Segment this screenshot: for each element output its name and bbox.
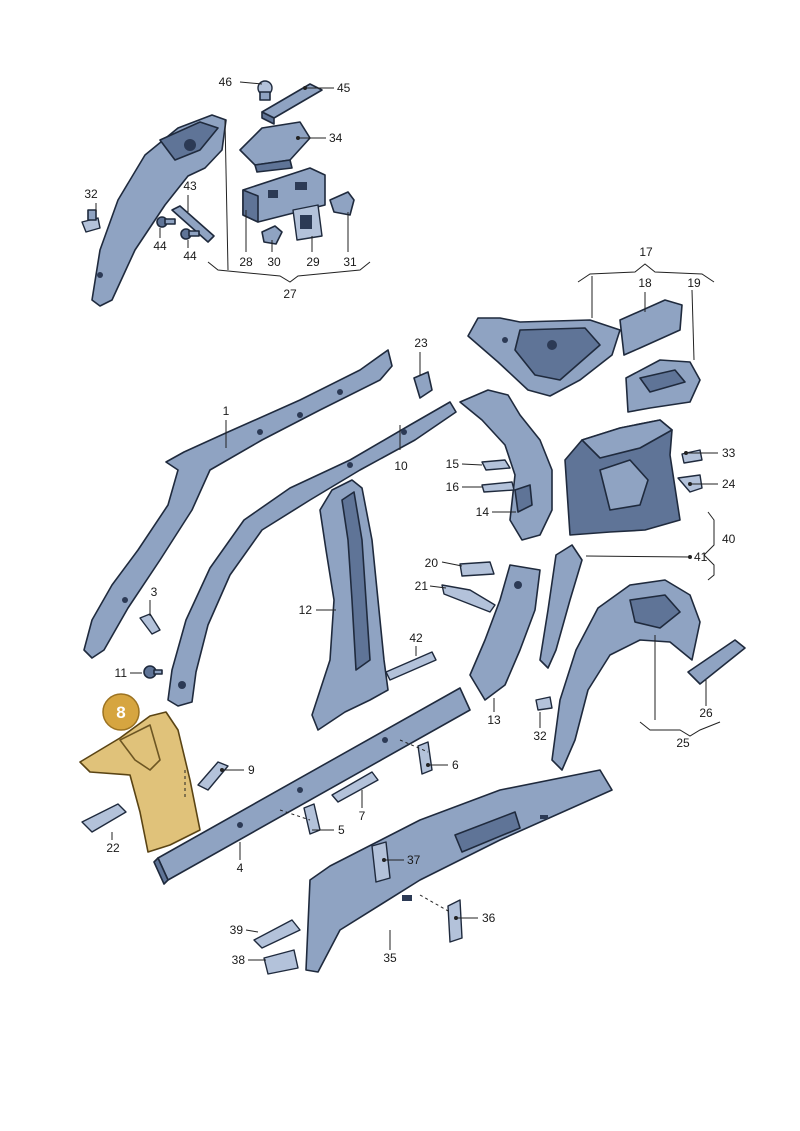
callout-46: 46: [219, 75, 233, 89]
bracket-9[interactable]: [197, 761, 229, 791]
strip-41[interactable]: [539, 544, 583, 669]
callout-labels: 46 45 34 32 43 44 44 28 30 29 31 27 17 1…: [84, 75, 735, 967]
clip-16[interactable]: [481, 481, 515, 493]
callout-3: 3: [151, 585, 158, 599]
pillar-base-8-highlighted[interactable]: [79, 711, 201, 853]
panel-13[interactable]: [469, 564, 541, 701]
badge-number: 8: [116, 703, 125, 722]
callout-32-top: 32: [84, 187, 98, 201]
callout-6: 6: [452, 758, 459, 772]
callout-13: 13: [487, 713, 501, 727]
bracket-6[interactable]: [417, 741, 433, 775]
callout-7: 7: [359, 809, 366, 823]
callout-9: 9: [248, 763, 255, 777]
bracket-29[interactable]: [292, 204, 323, 241]
callout-33: 33: [722, 446, 736, 460]
callout-10: 10: [394, 459, 408, 473]
panel-34[interactable]: [239, 121, 311, 173]
rear-panel-17[interactable]: [467, 317, 621, 397]
callout-4: 4: [237, 861, 244, 875]
bracket-42[interactable]: [385, 651, 437, 681]
clip-21[interactable]: [441, 584, 496, 613]
clip-15[interactable]: [481, 459, 511, 471]
highlight-badge-8[interactable]: 8: [102, 693, 140, 731]
block-38[interactable]: [263, 949, 299, 975]
bracket-23[interactable]: [413, 371, 433, 399]
sill-35[interactable]: [305, 769, 613, 973]
trim-26[interactable]: [687, 639, 746, 685]
bracket-18[interactable]: [619, 299, 683, 356]
panel-19[interactable]: [625, 359, 701, 413]
callout-26: 26: [699, 706, 713, 720]
c-pillar-14[interactable]: [459, 389, 553, 541]
callout-15: 15: [446, 457, 460, 471]
screw-11[interactable]: [143, 665, 163, 679]
sill-4[interactable]: [153, 687, 471, 885]
bolt-44a[interactable]: [156, 216, 176, 228]
callout-21: 21: [415, 579, 429, 593]
bracket-7[interactable]: [331, 771, 379, 803]
callout-25: 25: [676, 736, 690, 750]
callout-35: 35: [383, 951, 397, 965]
callout-44-b: 44: [183, 249, 197, 263]
callout-45: 45: [337, 81, 351, 95]
bracket-3[interactable]: [139, 613, 161, 635]
trim-45[interactable]: [261, 83, 323, 125]
callout-5: 5: [338, 823, 345, 837]
bracket-39[interactable]: [253, 919, 301, 949]
bracket-22[interactable]: [81, 803, 127, 833]
bracket-37[interactable]: [371, 841, 391, 883]
callout-1: 1: [223, 404, 230, 418]
clip-46[interactable]: [257, 80, 273, 101]
callout-36: 36: [482, 911, 496, 925]
screw-32-bottom[interactable]: [535, 696, 553, 711]
callout-22: 22: [106, 841, 120, 855]
screw-32-top[interactable]: [81, 209, 101, 233]
wheel-arch-inner-top[interactable]: [91, 114, 227, 307]
callout-19: 19: [687, 276, 701, 290]
callout-20: 20: [425, 556, 439, 570]
wheel-house-40[interactable]: [564, 419, 681, 536]
callout-28: 28: [239, 255, 253, 269]
callout-44-a: 44: [153, 239, 167, 253]
callout-17: 17: [639, 245, 653, 259]
b-pillar-12[interactable]: [311, 479, 389, 731]
rear-quarter-25[interactable]: [551, 579, 701, 771]
callout-11: 11: [115, 666, 128, 680]
callout-12: 12: [299, 603, 313, 617]
callout-34: 34: [329, 131, 343, 145]
callout-39: 39: [230, 923, 244, 937]
bracket-36[interactable]: [447, 899, 463, 943]
callout-37: 37: [407, 853, 421, 867]
callout-18: 18: [638, 276, 652, 290]
callout-40: 40: [722, 532, 736, 546]
bolt-44b[interactable]: [180, 228, 200, 240]
bracket-31[interactable]: [329, 191, 355, 216]
callout-24: 24: [722, 477, 736, 491]
callout-43: 43: [183, 179, 197, 193]
leader-lines: [95, 81, 721, 961]
bracket-30[interactable]: [261, 225, 283, 245]
callout-29: 29: [306, 255, 320, 269]
clip-20[interactable]: [459, 561, 495, 577]
callout-27: 27: [283, 287, 297, 301]
callout-14: 14: [476, 505, 490, 519]
callout-41: 41: [694, 550, 708, 564]
roof-rail-1[interactable]: [83, 349, 393, 659]
callout-30: 30: [267, 255, 281, 269]
callout-42: 42: [409, 631, 423, 645]
callout-38: 38: [232, 953, 246, 967]
roof-rail-10[interactable]: [167, 401, 457, 707]
callout-16: 16: [446, 480, 460, 494]
callout-23: 23: [414, 336, 428, 350]
callout-32-bottom: 32: [533, 729, 547, 743]
callout-31: 31: [343, 255, 357, 269]
